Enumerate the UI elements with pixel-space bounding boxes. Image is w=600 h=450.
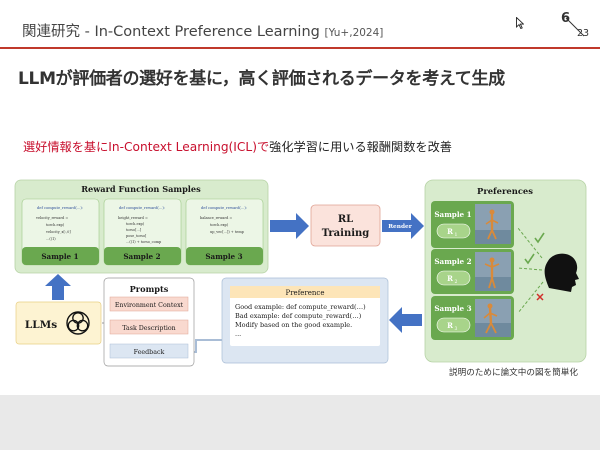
header-rule xyxy=(0,47,600,49)
preferences-panel: Preferences Sample 1 R 1 Sample 2 xyxy=(424,179,587,363)
sample3-label: Sample 3 xyxy=(205,252,242,261)
preference-line-1: Good example: def compute_reward(…) xyxy=(235,303,366,311)
page-divider-slash xyxy=(565,17,585,37)
pref-sample1-label: Sample 1 xyxy=(434,210,471,219)
mouse-cursor-icon xyxy=(516,17,524,29)
sample1-code-line4: velocity_x[:,0] xyxy=(45,230,71,234)
arrow-to-rl-training xyxy=(270,213,309,239)
sample3-code-line2: balance_reward = xyxy=(200,216,232,220)
preference-arrow-2 xyxy=(517,267,543,271)
preferences-title: Preferences xyxy=(477,186,533,196)
pref-sample2-label: Sample 2 xyxy=(434,257,471,266)
reward-sample-card-1: def compute_reward(...): velocity_reward… xyxy=(21,198,100,266)
check-icon-1 xyxy=(534,232,545,244)
page-number-current: 6 xyxy=(561,11,571,26)
reward-sample-card-3: def compute_reward(...): balance_reward … xyxy=(185,198,264,266)
preference-arrow-1 xyxy=(517,227,543,259)
sample2-code-line5: pose_torso[ xyxy=(126,234,147,238)
icpl-figure: Reward Function Samples def compute_rewa… xyxy=(14,179,587,367)
sample1-code-line5: ...((1) xyxy=(46,237,56,241)
preference-box-title: Preference xyxy=(286,289,325,297)
page-number-total: 23 xyxy=(577,28,590,39)
sample3-code-line4: up_vec[...]) + temp xyxy=(210,230,245,234)
subline-rest: 強化学習に用いる報酬関数を改善 xyxy=(269,140,452,154)
sample3-code-line1: def compute_reward(...): xyxy=(201,206,247,210)
llms-label: LLMs xyxy=(25,319,57,331)
openai-logo-icon xyxy=(66,311,90,335)
sample1-code-line3: torch.exp( xyxy=(46,223,65,227)
sample1-label: Sample 1 xyxy=(41,252,78,261)
prompt-item-feedback: Feedback xyxy=(134,349,165,356)
pref-sample1-reward-sub: 1 xyxy=(455,232,458,238)
pref-sample2-reward: R xyxy=(447,274,453,283)
render-label: Render xyxy=(388,224,412,230)
prompt-item-environment: Environment Context xyxy=(115,302,184,309)
rl-training-label-line1: RL xyxy=(338,214,353,225)
sample3-code-line3: torch.exp( xyxy=(210,223,229,227)
pref-sample3-label: Sample 3 xyxy=(434,304,471,313)
preference-feedback-panel: Preference Good example: def compute_rew… xyxy=(221,277,389,364)
sample2-label: Sample 2 xyxy=(123,252,160,261)
prompts-title: Prompts xyxy=(130,284,169,294)
preference-line-3: Modify based on the good example. xyxy=(235,321,352,329)
preference-sample-3: Sample 3 R 3 xyxy=(431,296,514,340)
presentation-bottom-area xyxy=(0,395,600,450)
prompts-panel: Prompts Environment Context Task Descrip… xyxy=(103,277,195,367)
preference-line-2: Bad example: def compute_reward(…) xyxy=(235,312,362,320)
sample1-code-line1: def compute_reward(...): xyxy=(37,206,83,210)
pref-sample3-reward: R xyxy=(447,321,453,330)
arrow-to-preference-box xyxy=(389,307,422,333)
slide-title-citation: [Yu+,2024] xyxy=(324,27,384,39)
prompt-item-task: Task Description xyxy=(122,325,176,332)
feedback-connector xyxy=(192,339,222,353)
preference-sample-2: Sample 2 R 2 xyxy=(431,249,514,294)
arrow-llms-to-samples xyxy=(45,274,71,300)
slide-header: 関連研究 - In-Context Preference Learning [Y… xyxy=(0,0,600,52)
preference-line-4: ... xyxy=(235,330,241,338)
slide: 関連研究 - In-Context Preference Learning [Y… xyxy=(0,0,600,395)
sample2-code-line1: def compute_reward(...): xyxy=(119,206,165,210)
check-icon-2 xyxy=(524,253,535,265)
reward-sample-card-2: def compute_reward(...): height_reward =… xyxy=(103,198,182,266)
pref-sample1-reward: R xyxy=(447,227,453,236)
sample2-code-line6: ...((1) + torso_comp xyxy=(126,240,162,244)
slide-title-text: 関連研究 - In-Context Preference Learning xyxy=(22,24,320,40)
pref-sample3-reward-sub: 3 xyxy=(455,326,458,332)
headline: LLMが評価者の選好を基に，高く評価されるデータを考えて生成 xyxy=(18,69,505,89)
subline: 選好情報を基にIn-Context Learning(ICL)で強化学習に用いる… xyxy=(23,137,452,155)
evaluator-head-icon xyxy=(544,253,579,292)
reward-samples-title: Reward Function Samples xyxy=(81,184,201,194)
rl-training-box: RL Training xyxy=(310,204,381,247)
slide-title: 関連研究 - In-Context Preference Learning [Y… xyxy=(22,20,383,41)
sample2-code-line4: torso[...] xyxy=(126,228,142,232)
rl-training-label-line2: Training xyxy=(322,228,370,239)
render-arrow: Render xyxy=(382,213,424,239)
reward-samples-panel: Reward Function Samples def compute_rewa… xyxy=(14,179,269,274)
preference-arrow-3 xyxy=(517,281,544,314)
preference-sample-1: Sample 1 R 1 xyxy=(431,201,514,248)
subline-highlight: 選好情報を基にIn-Context Learning(ICL)で xyxy=(23,140,270,154)
llms-box: LLMs xyxy=(15,301,102,345)
cross-icon xyxy=(536,293,544,301)
sample1-code-line2: velocity_reward = xyxy=(35,216,68,220)
figure-note: 説明のために論文中の図を簡単化 xyxy=(449,368,578,378)
sample2-code-line2: height_reward = xyxy=(118,216,148,220)
pref-sample2-reward-sub: 2 xyxy=(455,279,458,285)
sample2-code-line3: torch.exp( xyxy=(126,222,145,226)
